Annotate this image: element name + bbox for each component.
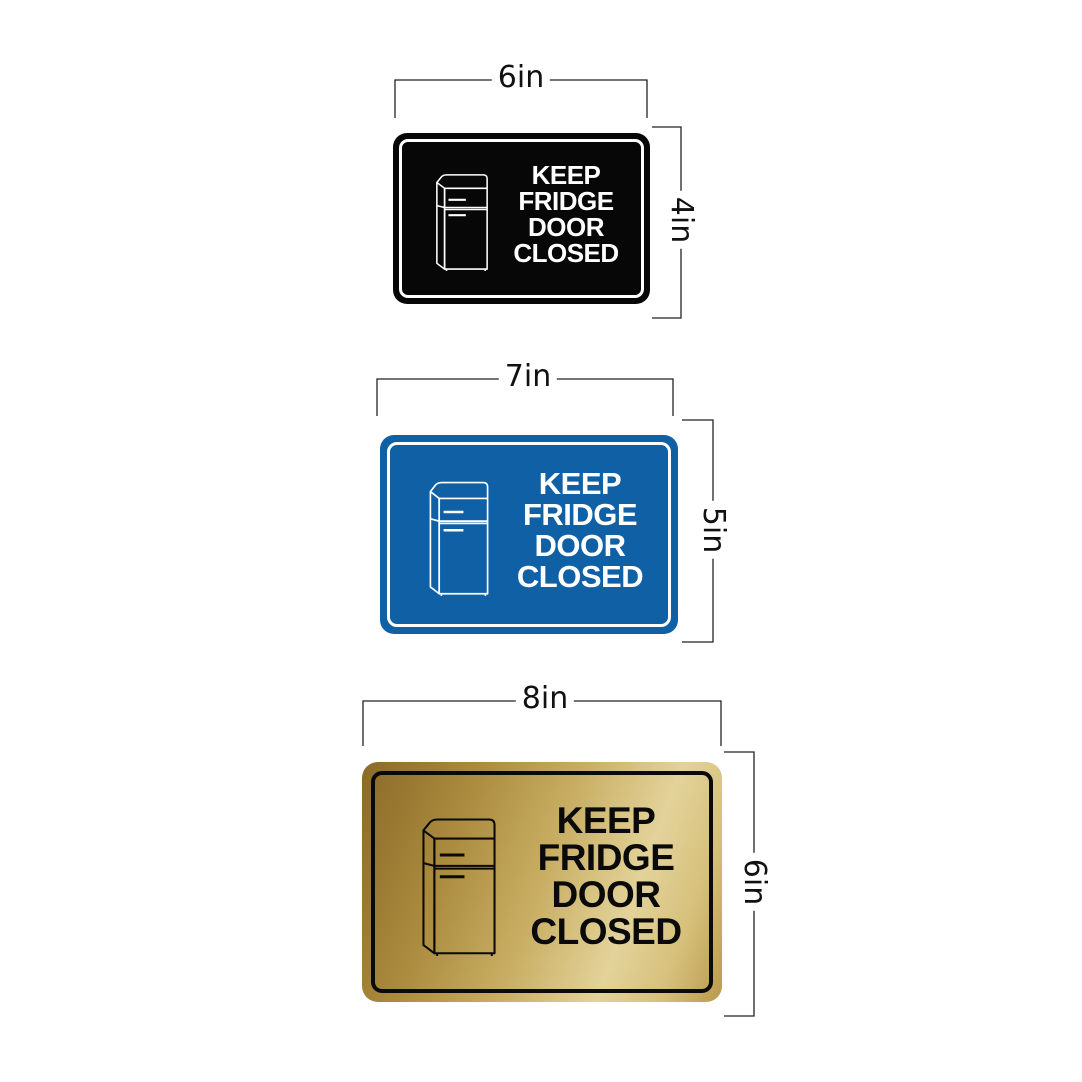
small-width-label: 6in — [491, 61, 551, 95]
large-height-label: 6in — [737, 852, 772, 912]
sign-line: DOOR — [528, 212, 605, 242]
sign-border — [371, 771, 713, 993]
sign-black: KEEP FRIDGE DOOR CLOSED — [393, 133, 650, 304]
sign-line: FRIDGE — [522, 497, 638, 532]
sign-line: KEEP — [531, 160, 601, 190]
sign-border — [399, 139, 644, 298]
small-height-label: 4in — [664, 190, 699, 250]
sign-line: FRIDGE — [518, 186, 614, 216]
sign-border — [387, 442, 671, 627]
sign-text: KEEP FRIDGE DOOR CLOSED — [514, 468, 646, 592]
sign-line: DOOR — [551, 874, 662, 915]
sign-gold: KEEP FRIDGE DOOR CLOSED — [362, 762, 722, 1002]
sign-text: KEEP FRIDGE DOOR CLOSED — [528, 802, 684, 950]
sign-line: CLOSED — [516, 559, 644, 594]
medium-height-label: 5in — [696, 500, 731, 560]
sign-line: KEEP — [538, 466, 622, 501]
sign-blue: KEEP FRIDGE DOOR CLOSED — [380, 435, 678, 634]
refrigerator-icon — [422, 818, 496, 956]
large-width-label: 8in — [515, 682, 575, 716]
sign-line: CLOSED — [530, 911, 682, 952]
refrigerator-icon — [429, 481, 489, 596]
medium-width-label: 7in — [498, 360, 558, 394]
sign-line: CLOSED — [513, 238, 619, 268]
refrigerator-icon — [436, 174, 488, 271]
sign-line: FRIDGE — [537, 837, 675, 878]
sign-line: DOOR — [534, 528, 627, 563]
sign-text: KEEP FRIDGE DOOR CLOSED — [511, 162, 621, 266]
sign-line: KEEP — [556, 800, 656, 841]
